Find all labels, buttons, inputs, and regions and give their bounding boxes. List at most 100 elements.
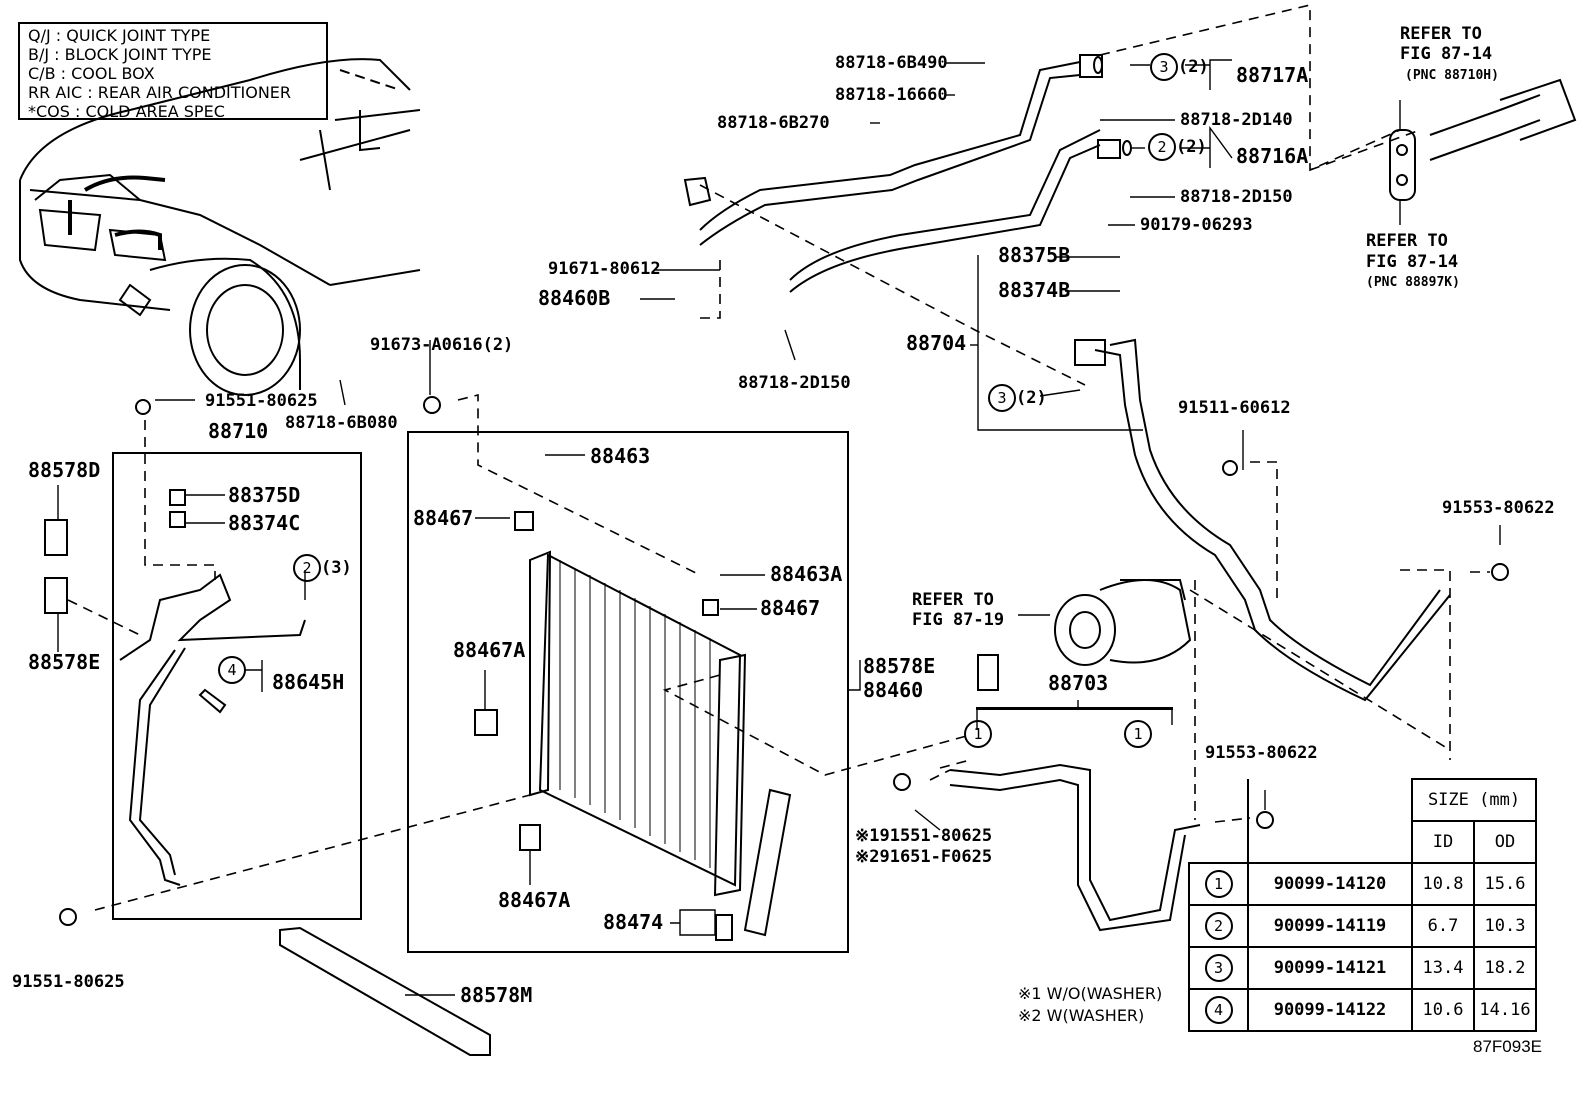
refer-label: REFER TO	[912, 590, 994, 610]
part-label: 88463A	[770, 562, 843, 586]
part-label: 91553-80622	[1442, 498, 1555, 518]
leader-lines	[67, 3, 1490, 911]
part-label: 88710	[208, 419, 269, 443]
o-ring-number: 2	[1204, 912, 1233, 940]
part-label: 88718-6B490	[835, 53, 948, 73]
diagram-code: 87F093E	[1473, 1037, 1542, 1056]
size-header: SIZE (mm)	[1411, 778, 1537, 822]
part-number: 90099-14120	[1247, 862, 1413, 906]
o-ring-number: 4	[1204, 996, 1233, 1024]
o-ring-callout: 2(3)	[293, 554, 352, 582]
table-row: 4 90099-14122 10.6 14.16	[1188, 988, 1537, 1032]
part-label: 88463	[590, 444, 651, 468]
col-id: ID	[1411, 820, 1475, 864]
inner-diameter: 10.8	[1411, 862, 1475, 906]
part-label: 88375B	[998, 243, 1071, 267]
table-row: 3 90099-14121 13.4 18.2	[1188, 946, 1537, 990]
part-label: 91551-80625	[12, 972, 125, 992]
o-ring-callout: 1	[964, 720, 992, 748]
refer-label: REFER TO	[1366, 231, 1448, 251]
part-label: 88374C	[228, 511, 301, 535]
part-label: 91553-80622	[1205, 743, 1318, 763]
o-ring-callout: 1	[1124, 720, 1152, 748]
part-label: 91671-80612	[548, 259, 661, 279]
o-ring-callout: 2(2)	[1148, 133, 1207, 161]
outer-diameter: 18.2	[1473, 946, 1537, 990]
inner-diameter: 10.6	[1411, 988, 1475, 1032]
small-parts	[44, 396, 1509, 941]
part-label: 88718-6B080	[285, 413, 398, 433]
part-label: 91551-80625	[205, 391, 318, 411]
part-label: 88718-16660	[835, 85, 948, 105]
part-label: 91511-60612	[1178, 398, 1291, 418]
o-ring-number: 3	[1204, 954, 1233, 982]
legend-line: C/B : COOL BOX	[28, 64, 155, 83]
part-label: 88704	[906, 331, 967, 355]
compressor	[1054, 579, 1192, 666]
vehicle-illustration	[19, 58, 421, 396]
inner-diameter: 13.4	[1411, 946, 1475, 990]
part-label: 88374B	[998, 278, 1071, 302]
o-ring-size-table: SIZE (mm) ID OD 1 90099-14120 10.8 15.6 …	[1188, 778, 1537, 1032]
o-ring-callout: 3(2)	[1150, 53, 1209, 81]
legend-line: Q/J : QUICK JOINT TYPE	[28, 26, 211, 45]
part-number: 90099-14121	[1247, 946, 1413, 990]
part-label: 88467	[413, 506, 474, 530]
part-label: 88460	[863, 678, 924, 702]
refer-label: FIG 87-19	[912, 610, 1005, 630]
outer-diameter: 10.3	[1473, 904, 1537, 948]
part-label: 88718-2D140	[1180, 110, 1293, 130]
cool-box-seal	[279, 926, 491, 1056]
part-label: 88718-2D150	[1180, 187, 1293, 207]
o-ring-number: 2	[293, 554, 321, 582]
rear-ac-pipes	[1389, 78, 1577, 201]
table-row: 2 90099-14119 6.7 10.3	[1188, 904, 1537, 948]
col-od: OD	[1473, 820, 1537, 864]
o-ring-number: 3	[1150, 53, 1178, 81]
outer-diameter: 15.6	[1473, 862, 1537, 906]
refer-label: REFER TO	[1400, 24, 1482, 44]
o-ring-qty: (3)	[321, 558, 352, 578]
refer-label: (PNC 88710H)	[1405, 68, 1499, 83]
discharge-hose	[1074, 338, 1451, 702]
part-label: 88718-2D150	[738, 373, 851, 393]
table-row: 1 90099-14120 10.8 15.6	[1188, 862, 1537, 906]
part-label: 88645H	[272, 670, 345, 694]
o-ring-qty: (2)	[1178, 57, 1209, 77]
o-ring-number: 1	[1124, 720, 1152, 748]
o-ring-qty: (2)	[1176, 137, 1207, 157]
washer-note: ※2 W(WASHER)	[1018, 1006, 1145, 1025]
legend-line: *COS : COLD AREA SPEC	[28, 102, 225, 121]
part-number: 90099-14122	[1247, 988, 1413, 1032]
o-ring-callout: 3(2)	[988, 384, 1047, 412]
part-label: 91673-A0616(2)	[370, 335, 514, 355]
washer-note: ※1 W/O(WASHER)	[1018, 984, 1163, 1003]
abbreviation-legend: Q/J : QUICK JOINT TYPE B/J : BLOCK JOINT…	[18, 22, 328, 121]
part-label: 88716A	[1236, 144, 1309, 168]
inner-diameter: 6.7	[1411, 904, 1475, 948]
part-label: 88467A	[453, 638, 526, 662]
o-ring-number: 1	[964, 720, 992, 748]
part-label: 88718-6B270	[717, 113, 830, 133]
part-label: 88460B	[538, 286, 611, 310]
refer-label: FIG 87-14	[1400, 44, 1493, 64]
o-ring-qty: (2)	[1016, 388, 1047, 408]
part-label: 88578D	[28, 458, 101, 482]
part-label: 88578M	[460, 983, 533, 1007]
part-label: ※291651-F0625	[855, 847, 993, 867]
part-label: 88717A	[1236, 63, 1309, 87]
o-ring-number: 3	[988, 384, 1016, 412]
part-label: 88375D	[228, 483, 301, 507]
part-label: 88578E	[863, 654, 936, 678]
outer-diameter: 14.16	[1473, 988, 1537, 1032]
pipe-88710	[112, 452, 362, 920]
part-label: 88467A	[498, 888, 571, 912]
callout-lines	[57, 59, 1501, 996]
condenser	[407, 431, 849, 953]
legend-line: B/J : BLOCK JOINT TYPE	[28, 45, 212, 64]
part-label: 88703	[1048, 671, 1109, 695]
refer-label: FIG 87-14	[1366, 252, 1459, 272]
washer-notes: ※1 W/O(WASHER) ※2 W(WASHER)	[1018, 983, 1162, 1027]
o-ring-callout: 4	[218, 656, 246, 684]
part-label: 88467	[760, 596, 821, 620]
